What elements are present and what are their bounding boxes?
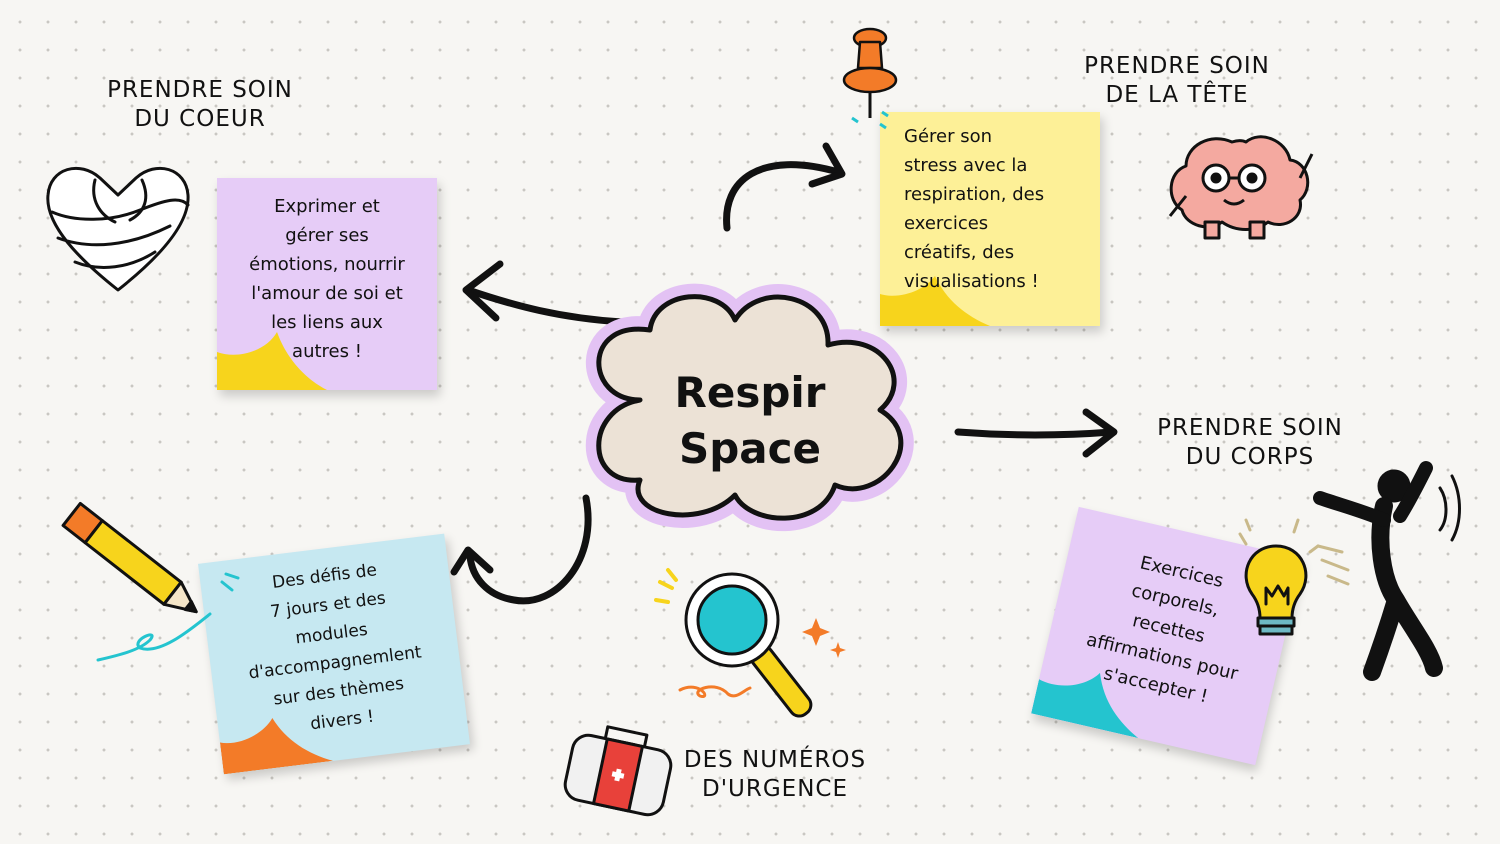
pencil-icon [61,501,198,614]
heading-coeur: PRENDRE SOIN DU COEUR [95,76,305,134]
note-tete-line: respiration, des [904,184,1045,205]
heading-urgence-line2: D'URGENCE [701,776,848,802]
heading-corps-line1: PRENDRE SOIN [1157,415,1343,441]
heading-tete-line1: PRENDRE SOIN [1084,53,1270,79]
center-title-line2: Space [678,424,822,473]
heart-hug-icon [46,166,190,292]
note-tete-text: Gérer son stress avec la respiration, de… [904,122,1100,296]
heading-coeur-line2: DU COEUR [134,106,266,132]
note-coeur: Exprimer et gérer ses émotions, nourrir … [217,178,437,390]
pushpin-icon [842,27,898,130]
brain-icon [1168,135,1314,240]
lightbulb-icon [1238,518,1320,636]
note-coeur-line: gérer ses [285,225,369,246]
arrow-to-defis [450,494,592,605]
note-tete-line: Gérer son [904,126,993,147]
dancing-person-icon [1313,461,1461,681]
note-tete-line: visualisations ! [904,271,1039,292]
note-coeur-line: autres ! [292,341,362,362]
heading-urgence-line1: DES NUMÉROS [683,747,867,773]
note-tete-line: créatifs, des [904,242,1015,263]
heading-coeur-line1: PRENDRE SOIN [107,77,293,103]
note-coeur-line: l'amour de soi et [251,283,403,304]
arrow-to-corps [954,408,1118,458]
center-title-line1: Respir [674,368,826,417]
magnifier-icon [654,568,846,718]
note-tete-line: exercices [904,213,989,234]
heading-corps-line2: DU CORPS [1185,444,1315,470]
arrow-to-coeur [462,260,626,326]
note-defis: Des défis de 7 jours et des modules d'ac… [198,533,470,775]
note-coeur-line: émotions, nourrir [249,254,405,275]
heading-tete: PRENDRE SOIN DE LA TÊTE [1072,52,1282,110]
note-coeur-line: les liens aux [271,312,383,333]
note-tete: Gérer son stress avec la respiration, de… [880,112,1100,326]
arrow-to-tete [723,142,846,232]
note-tete-line: stress avec la [904,155,1028,176]
note-corps: Exercices corporels, recettes affirmatio… [1031,506,1303,766]
heading-corps: PRENDRE SOIN DU CORPS [1145,414,1355,472]
heading-urgence: DES NUMÉROS D'URGENCE [670,746,880,804]
first-aid-kit-icon [563,725,673,817]
note-coeur-line: Exprimer et [274,196,380,217]
note-coeur-text: Exprimer et gérer ses émotions, nourrir … [217,192,437,366]
pencil-squiggle [96,612,212,662]
heading-tete-line2: DE LA TÊTE [1105,82,1249,108]
center-title: Respir Space [620,365,880,477]
sparkle-marks [220,572,240,592]
